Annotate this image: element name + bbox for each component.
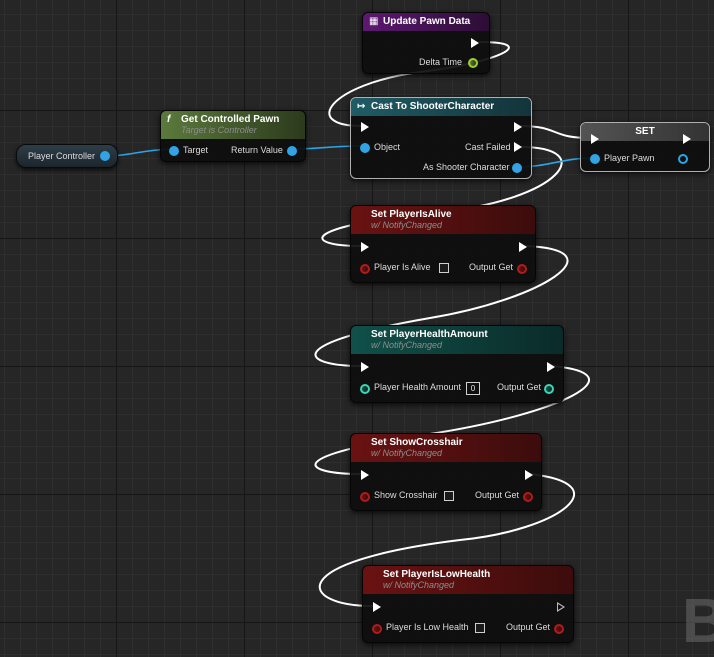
- node-title: SET: [635, 126, 655, 137]
- exec-input-pin[interactable]: [361, 242, 369, 252]
- node-title: Set PlayerIsLowHealth: [383, 569, 491, 580]
- player-is-low-health-label: Player Is Low Health: [386, 622, 469, 632]
- exec-wire: [314, 245, 569, 367]
- player-pawn-label: Player Pawn: [604, 153, 655, 163]
- show-crosshair-checkbox[interactable]: [444, 491, 454, 501]
- player-health-amount-pin[interactable]: [360, 384, 370, 394]
- player-is-low-health-checkbox[interactable]: [475, 623, 485, 633]
- node-header: f Get Controlled Pawn Target is Controll…: [161, 111, 305, 139]
- node-header: Set PlayerIsLowHealth w/ NotifyChanged: [363, 566, 573, 594]
- node-title: Set PlayerIsAlive: [371, 209, 452, 220]
- node-header: ▦ Update Pawn Data: [363, 13, 489, 31]
- set-player-pawn-node[interactable]: SET Player Pawn: [580, 122, 710, 172]
- node-header: ↦ Cast To ShooterCharacter: [351, 98, 531, 116]
- player-is-alive-checkbox[interactable]: [439, 263, 449, 273]
- output-get-pin[interactable]: [554, 624, 564, 634]
- exec-input-pin[interactable]: [361, 362, 369, 372]
- node-subtitle: w/ NotifyChanged: [371, 340, 443, 350]
- output-get-label: Output Get: [497, 382, 542, 392]
- node-title: Get Controlled Pawn: [181, 114, 280, 125]
- update-pawn-data-node[interactable]: ▦ Update Pawn Data Delta Time: [362, 12, 490, 74]
- set-show-crosshair-node[interactable]: Set ShowCrosshair w/ NotifyChanged Show …: [350, 433, 542, 511]
- node-subtitle: w/ NotifyChanged: [371, 448, 443, 458]
- set-player-health-amount-node[interactable]: Set PlayerHealthAmount w/ NotifyChanged …: [350, 325, 564, 403]
- cast-failed-exec-pin[interactable]: [514, 142, 522, 152]
- exec-output-pin[interactable]: [519, 242, 527, 252]
- exec-output-pin[interactable]: [557, 602, 565, 612]
- output-get-label: Output Get: [469, 262, 514, 272]
- player-pawn-input-pin[interactable]: [590, 154, 600, 164]
- player-pawn-output-pin[interactable]: [678, 154, 688, 164]
- node-title: Update Pawn Data: [383, 16, 471, 27]
- target-pin[interactable]: [169, 146, 179, 156]
- node-header: Set ShowCrosshair w/ NotifyChanged: [351, 434, 541, 462]
- player-controller-pin[interactable]: [100, 151, 110, 161]
- exec-input-pin[interactable]: [361, 470, 369, 480]
- cast-icon: ↦: [357, 101, 366, 112]
- exec-wire: [318, 473, 576, 607]
- player-controller-variable[interactable]: Player Controller: [16, 144, 118, 168]
- output-get-label: Output Get: [506, 622, 551, 632]
- player-is-low-health-pin[interactable]: [372, 624, 382, 634]
- show-crosshair-pin[interactable]: [360, 492, 370, 502]
- target-label: Target: [183, 145, 209, 155]
- exec-output-pin[interactable]: [514, 122, 522, 132]
- node-subtitle: Target is Controller: [181, 125, 257, 135]
- show-crosshair-label: Show Crosshair: [374, 490, 438, 500]
- object-pin[interactable]: [360, 143, 370, 153]
- get-controlled-pawn-node[interactable]: f Get Controlled Pawn Target is Controll…: [160, 110, 306, 162]
- as-shooter-character-pin[interactable]: [512, 163, 522, 173]
- delta-time-pin[interactable]: [468, 58, 478, 68]
- node-header: Set PlayerHealthAmount w/ NotifyChanged: [351, 326, 563, 354]
- output-get-pin[interactable]: [517, 264, 527, 274]
- variable-label: Player Controller: [28, 151, 96, 161]
- exec-input-pin[interactable]: [373, 602, 381, 612]
- exec-output-pin[interactable]: [525, 470, 533, 480]
- cast-to-shooter-character-node[interactable]: ↦ Cast To ShooterCharacter Object Cast F…: [350, 97, 532, 179]
- output-get-pin[interactable]: [544, 384, 554, 394]
- function-icon: f: [167, 114, 171, 125]
- object-label: Object: [374, 142, 401, 152]
- node-header: SET: [581, 123, 709, 141]
- node-title: Cast To ShooterCharacter: [371, 101, 495, 112]
- node-header: Set PlayerIsAlive w/ NotifyChanged: [351, 206, 535, 234]
- exec-input-pin[interactable]: [591, 134, 599, 144]
- player-health-amount-input[interactable]: 0: [466, 382, 480, 395]
- as-shooter-character-label: As Shooter Character: [423, 162, 510, 172]
- output-get-pin[interactable]: [523, 492, 533, 502]
- return-value-pin[interactable]: [287, 146, 297, 156]
- exec-output-pin[interactable]: [547, 362, 555, 372]
- player-is-alive-pin[interactable]: [360, 264, 370, 274]
- set-player-is-low-health-node[interactable]: Set PlayerIsLowHealth w/ NotifyChanged P…: [362, 565, 574, 643]
- cast-failed-label: Cast Failed: [465, 142, 511, 152]
- watermark-letter: B: [682, 587, 714, 656]
- node-subtitle: w/ NotifyChanged: [383, 580, 455, 590]
- return-value-label: Return Value: [231, 145, 283, 155]
- exec-output-pin[interactable]: [471, 38, 479, 48]
- player-health-amount-label: Player Health Amount: [374, 382, 462, 392]
- event-icon: ▦: [369, 16, 379, 27]
- set-player-is-alive-node[interactable]: Set PlayerIsAlive w/ NotifyChanged Playe…: [350, 205, 536, 283]
- node-subtitle: w/ NotifyChanged: [371, 220, 443, 230]
- player-is-alive-label: Player Is Alive: [374, 262, 431, 272]
- exec-input-pin[interactable]: [361, 122, 369, 132]
- output-get-label: Output Get: [475, 490, 520, 500]
- delta-time-label: Delta Time: [419, 57, 463, 67]
- exec-output-pin[interactable]: [683, 134, 691, 144]
- node-title: Set PlayerHealthAmount: [371, 329, 488, 340]
- node-title: Set ShowCrosshair: [371, 437, 463, 448]
